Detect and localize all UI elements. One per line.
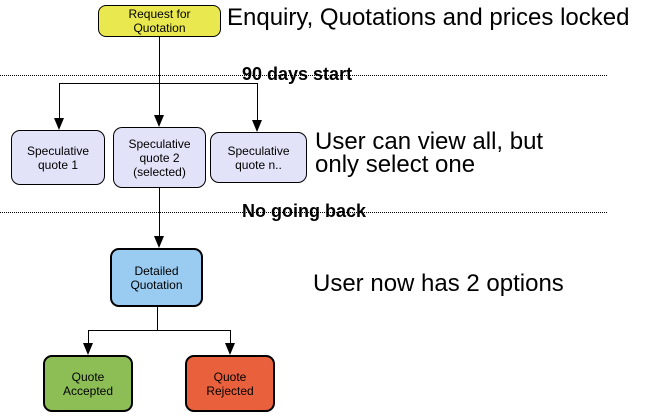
branch-line-outcomes [88, 330, 231, 331]
node-quote-rejected: Quote Rejected [185, 355, 275, 412]
node-speculative-quote-2-selected: Speculative quote 2 (selected) [113, 127, 206, 188]
connector-detailed-to-branch [157, 307, 158, 330]
node-detailed-quotation: Detailed Quotation [110, 248, 203, 307]
arrowhead-specn-icon [252, 120, 262, 132]
connector-spec2-to-detailed [159, 188, 160, 236]
divider-label-no-going-back: No going back [242, 201, 367, 221]
connector-to-spec1 [59, 83, 60, 118]
divider-line-90-days [0, 75, 607, 76]
node-speculative-quote-1: Speculative quote 1 [11, 130, 105, 185]
arrowhead-detailed-icon [154, 236, 164, 248]
connector-to-rejected [230, 330, 231, 343]
connector-to-accepted [88, 330, 89, 343]
arrowhead-accepted-icon [83, 343, 93, 355]
arrowhead-spec1-icon [54, 118, 64, 130]
branch-line-speculative [59, 83, 258, 84]
node-speculative-quote-n: Speculative quote n.. [210, 132, 307, 183]
divider-label-90-days-start: 90 days start [242, 64, 353, 84]
divider-line-no-going-back [0, 212, 607, 213]
node-request-for-quotation: Request for Quotation [98, 5, 221, 37]
arrowhead-spec2-icon [154, 115, 164, 127]
annotation-enquiry-quotations-locked: Enquiry, Quotations and prices locked [227, 4, 630, 31]
connector-to-spec2 [159, 83, 160, 115]
connector-to-specn [257, 83, 258, 120]
annotation-user-can-view-all: User can view all, but only select one [315, 128, 544, 178]
node-quote-accepted: Quote Accepted [43, 355, 133, 412]
annotation-user-has-2-options: User now has 2 options [313, 270, 564, 297]
arrowhead-rejected-icon [225, 343, 235, 355]
connector-request-to-branch [159, 37, 160, 83]
